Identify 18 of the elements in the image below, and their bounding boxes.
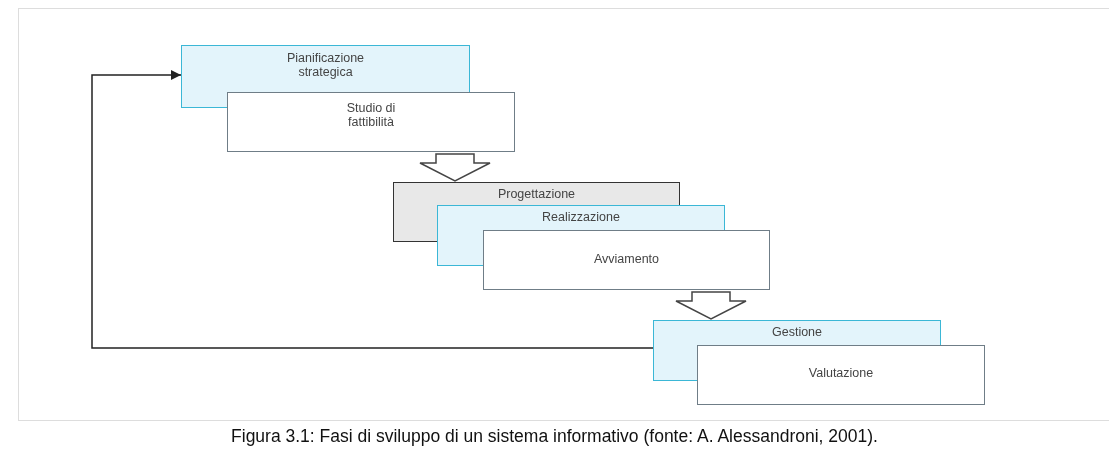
- phase-label: Realizzazione: [541, 210, 621, 224]
- block-arrow: [419, 153, 491, 182]
- phase-label: Pianificazione strategica: [285, 51, 366, 79]
- phase-box: [437, 205, 725, 230]
- phase-label: Gestione: [771, 325, 823, 339]
- phase-label: Valutazione: [807, 366, 875, 380]
- feedback-arrow: [91, 69, 654, 349]
- phase-box: [697, 345, 985, 405]
- figure-caption: Figura 3.1: Fasi di sviluppo di un sistema informativo (fonte: A. Alessandroni, 2001).: [231, 426, 878, 447]
- phase-box: [653, 320, 941, 345]
- phase-label: Avviamento: [592, 252, 661, 266]
- phase-box: [483, 230, 770, 290]
- phase-label: Progettazione: [496, 187, 577, 201]
- phase-box: [181, 45, 470, 92]
- block-arrow: [675, 291, 747, 320]
- phase-label: Studio di fattibilità: [345, 101, 397, 129]
- phase-box: [393, 182, 680, 205]
- phase-box: [227, 92, 515, 152]
